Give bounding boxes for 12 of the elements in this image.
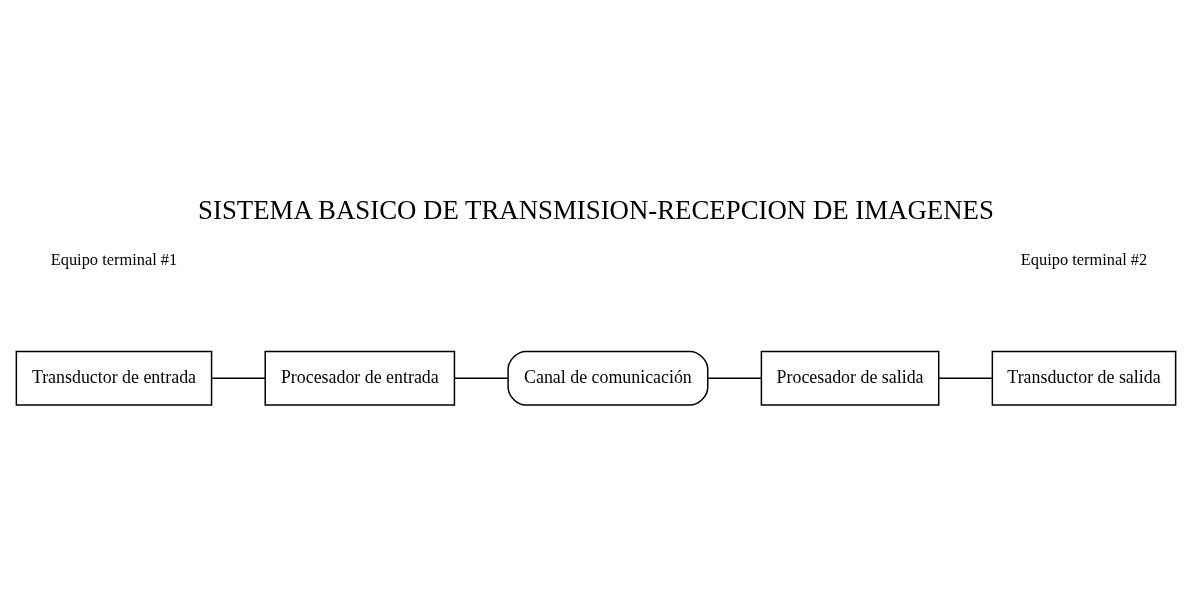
node-box: Canal de comunicación: [507, 350, 709, 406]
node-box: Procesador de salida: [760, 350, 940, 406]
diagram-title: SISTEMA BASICO DE TRANSMISION-RECEPCION DE IMAGENES: [198, 195, 994, 226]
connector: [211, 377, 266, 379]
connector: [707, 377, 762, 379]
connector: [453, 377, 509, 379]
label: Equipo terminal #2: [1020, 249, 1148, 269]
label: Equipo terminal #1: [50, 249, 178, 269]
node-box: Transductor de salida: [991, 350, 1177, 406]
connector: [938, 377, 993, 379]
node-box: Procesador de entrada: [264, 350, 456, 406]
node-box: Transductor de entrada: [15, 350, 213, 406]
